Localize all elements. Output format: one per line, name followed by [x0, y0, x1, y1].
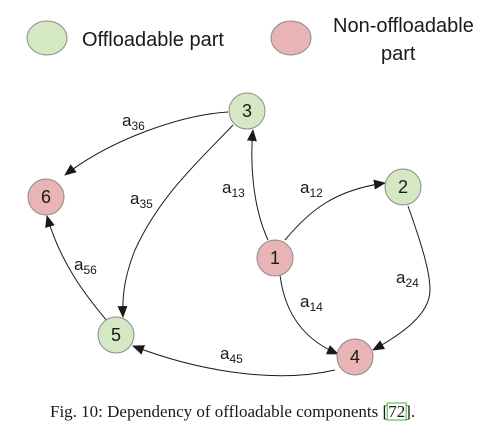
- edge-3-6: [64, 111, 229, 176]
- edge-label-a14: a14: [300, 292, 323, 314]
- edges: [45, 111, 431, 377]
- caption-reference-box: [386, 402, 407, 421]
- edge-4-5: [132, 345, 336, 377]
- edge-label-a45: a45: [220, 344, 243, 366]
- node-4-circle: [336, 338, 374, 376]
- node-1-circle: [256, 239, 294, 277]
- legend-non-offloadable-label-line2: part: [381, 43, 416, 65]
- node-1-label: 1: [270, 248, 280, 268]
- legend-offloadable-swatch: [26, 20, 68, 56]
- figure-caption: Fig. 10: Dependency of offloadable compo…: [50, 402, 415, 421]
- node-3-label: 3: [242, 101, 252, 121]
- edge-labels: a12 a13 a14 a24 a35 a36 a45 a56: [74, 111, 419, 366]
- node-4: 4: [336, 338, 374, 376]
- node-6-label: 6: [41, 187, 51, 207]
- caption-close: ].: [405, 402, 415, 421]
- node-5: 5: [97, 316, 135, 354]
- node-5-circle: [97, 316, 135, 354]
- edge-2-4: [372, 205, 431, 351]
- edge-1-4: [279, 274, 339, 355]
- legend-offloadable-label: Offloadable part: [82, 29, 224, 51]
- node-2-circle: [384, 168, 422, 206]
- node-1: 1: [256, 239, 294, 277]
- edge-label-a35: a35: [130, 189, 153, 211]
- node-6: 6: [27, 178, 65, 216]
- edge-3-5: [117, 124, 234, 318]
- node-6-circle: [27, 178, 65, 216]
- node-3-circle: [228, 92, 266, 130]
- caption-main: Fig. 10: Dependency of offloadable compo…: [50, 402, 389, 421]
- edge-label-a56: a56: [74, 255, 97, 277]
- edge-label-a24: a24: [396, 268, 419, 290]
- node-2-label: 2: [398, 177, 408, 197]
- node-3: 3: [228, 92, 266, 130]
- legend: Offloadable part Non-offloadable part: [26, 15, 474, 65]
- legend-non-offloadable-swatch: [270, 20, 312, 56]
- node-2: 2: [384, 168, 422, 206]
- edge-1-2: [284, 179, 386, 241]
- edge-1-3: [246, 129, 269, 241]
- node-5-label: 5: [111, 325, 121, 345]
- nodes: 1 2 3 4 5 6: [27, 92, 422, 376]
- node-4-label: 4: [350, 347, 360, 367]
- legend-non-offloadable-label-line1: Non-offloadable: [333, 15, 474, 37]
- caption-text: Fig. 10: Dependency of offloadable compo…: [50, 402, 415, 421]
- edge-5-6: [45, 215, 109, 323]
- edge-label-a12: a12: [300, 178, 323, 200]
- edge-label-a13: a13: [222, 178, 245, 200]
- edge-label-a36: a36: [122, 111, 145, 133]
- caption-reference-link[interactable]: 72: [388, 402, 405, 421]
